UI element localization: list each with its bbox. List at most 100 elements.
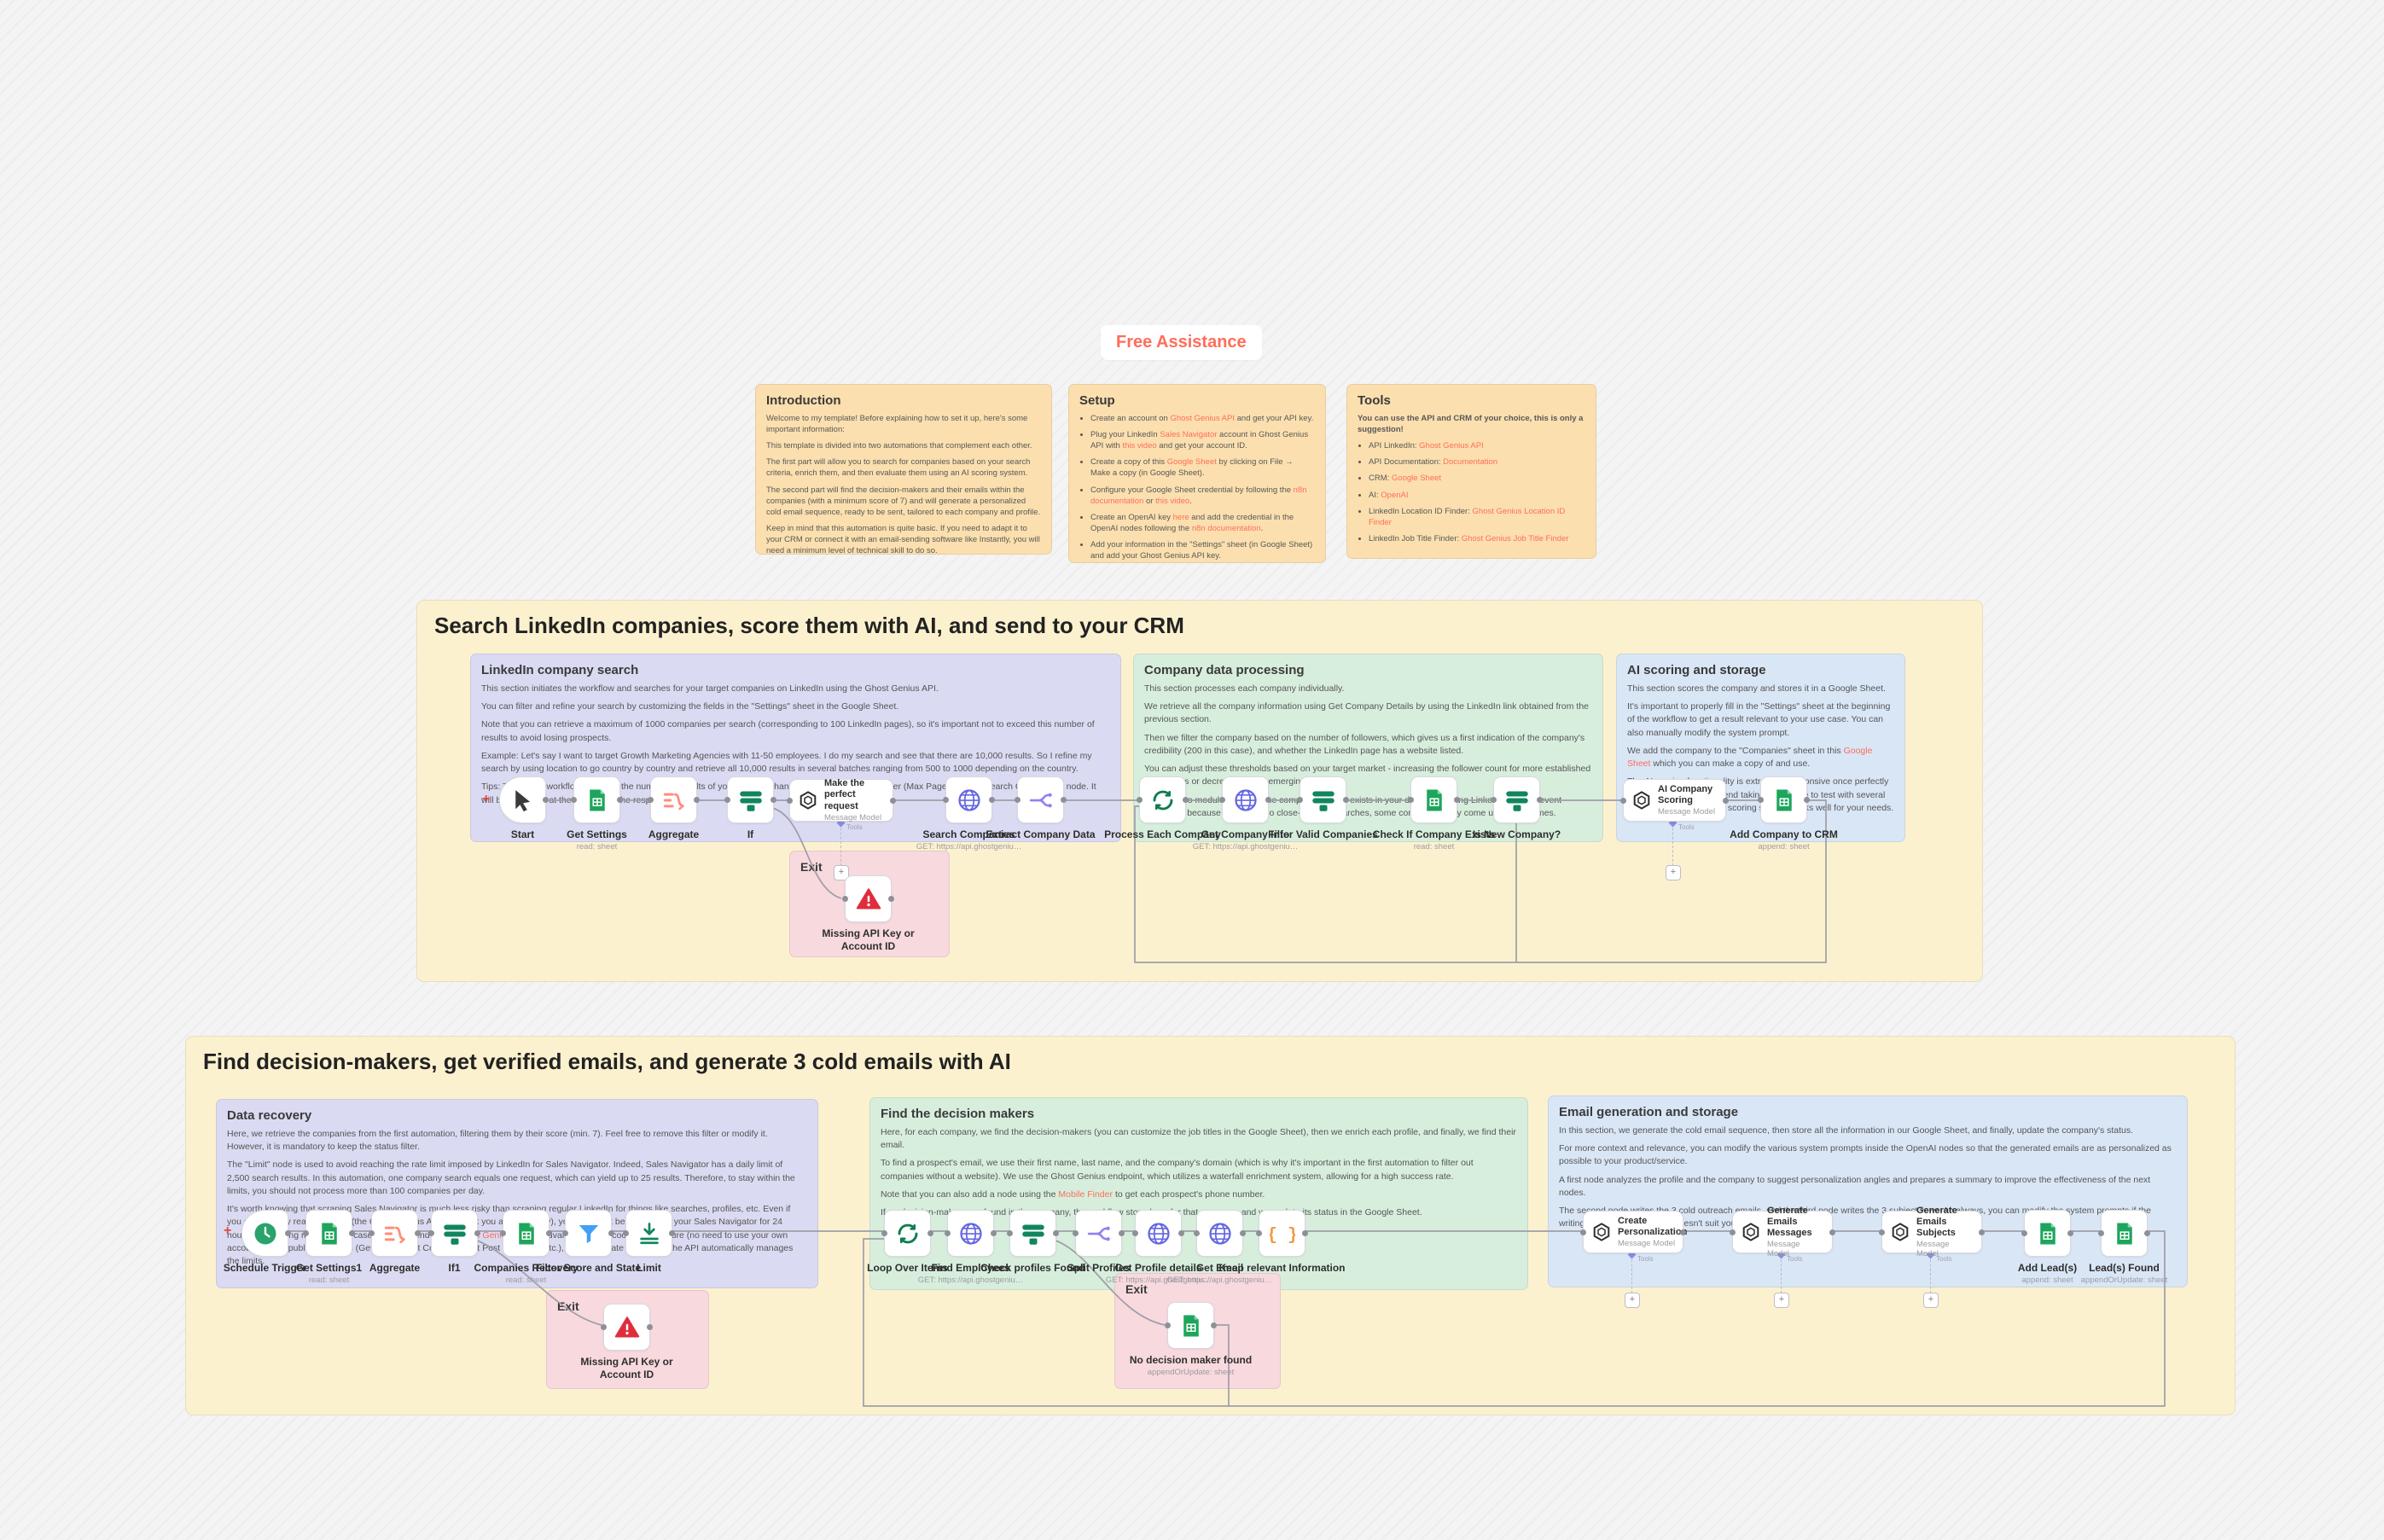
free-assistance-label: Free Assistance bbox=[1116, 333, 1247, 352]
inline-link[interactable]: Ghost Genius Job Title Finder bbox=[1461, 533, 1569, 543]
if-icon bbox=[738, 787, 764, 813]
note-paragraph: This template is divided into two automa… bbox=[766, 441, 1032, 451]
aggregate-icon bbox=[382, 1221, 408, 1247]
inline-link[interactable]: Google Sheet bbox=[1627, 745, 1873, 770]
inline-link[interactable]: Ghost Genius API bbox=[1419, 441, 1484, 451]
add-tool-plus-icon[interactable]: + bbox=[1774, 1293, 1789, 1308]
node-process-each-company[interactable]: Process Each Company bbox=[1104, 776, 1221, 841]
setup-list: Create an account on Ghost Genius API an… bbox=[1079, 413, 1315, 561]
inline-link[interactable]: n8n documentation bbox=[1090, 485, 1307, 506]
node-check-if-company-exists[interactable]: Check If Company Exists read: sheet bbox=[1373, 776, 1495, 851]
tools-connector[interactable]: Tools + bbox=[1625, 1250, 1654, 1308]
tools-connector[interactable]: Tools + bbox=[834, 818, 863, 880]
node-extract-company-data[interactable]: Extract Company Data bbox=[986, 776, 1096, 841]
inline-link[interactable]: Google Sheet bbox=[1166, 457, 1217, 468]
inline-link[interactable]: Google Sheet bbox=[1391, 474, 1442, 484]
note-paragraph: This section processes each company indi… bbox=[1144, 683, 1345, 694]
google-sheets-icon bbox=[1422, 787, 1447, 813]
inline-link[interactable]: Ghost Genius API bbox=[1170, 414, 1235, 423]
note-paragraph: We add the company to the "Companies" sh… bbox=[1627, 745, 1873, 770]
note-paragraph: You can use the API and CRM of your choi… bbox=[1358, 414, 1584, 435]
node-leads-found[interactable]: Lead(s) Found appendOrUpdate: sheet bbox=[2081, 1210, 2167, 1285]
note-paragraph: Welcome to my template! Before explainin… bbox=[766, 414, 1028, 435]
add-tool-plus-icon[interactable]: + bbox=[1923, 1293, 1939, 1308]
node-if1[interactable]: If1 bbox=[428, 1210, 480, 1275]
note-paragraph: You can filter and refine your search by… bbox=[481, 701, 899, 712]
tools-item: LinkedIn Job Title Finder: Ghost Genius … bbox=[1369, 533, 1585, 544]
inline-link[interactable]: OpenAI bbox=[1381, 490, 1409, 500]
inline-link[interactable]: this video bbox=[1122, 441, 1157, 451]
inline-link[interactable]: Sales Navigator bbox=[1160, 430, 1218, 440]
tools-connector[interactable]: Tools + bbox=[1666, 818, 1695, 880]
add-tool-plus-icon[interactable]: + bbox=[1666, 865, 1681, 880]
tools-connector[interactable]: Tools + bbox=[1923, 1250, 1952, 1308]
sticky-note-setup[interactable]: Setup Create an account on Ghost Genius … bbox=[1068, 384, 1326, 563]
node-schedule-trigger[interactable]: Schedule Trigger bbox=[224, 1210, 306, 1275]
node-missing-api-key-flow1[interactable]: Missing API Key or Account ID bbox=[822, 875, 915, 953]
node-aggregate2[interactable]: Aggregate bbox=[369, 1210, 421, 1275]
inline-link[interactable]: Documentation bbox=[1443, 457, 1498, 468]
tools-connector[interactable]: Tools + bbox=[1774, 1250, 1803, 1308]
note-title: AI scoring and storage bbox=[1627, 663, 1766, 677]
http-request-icon bbox=[958, 1221, 984, 1247]
google-sheets-icon bbox=[2112, 1221, 2137, 1247]
google-sheets-icon bbox=[1771, 787, 1797, 813]
inline-link[interactable]: n8n documentation bbox=[1191, 523, 1261, 533]
node-no-decision-maker-found[interactable]: No decision maker found appendOrUpdate: … bbox=[1130, 1302, 1252, 1377]
note-paragraph: This section scores the company and stor… bbox=[1627, 683, 1886, 694]
note-title: Tools bbox=[1358, 393, 1391, 408]
node-is-new-company[interactable]: Is New Company? bbox=[1473, 776, 1561, 841]
http-request-icon bbox=[1146, 1221, 1172, 1247]
note-paragraph: Note that you can also add a node using … bbox=[881, 1188, 1265, 1200]
note-paragraph: Here, for each company, we find the deci… bbox=[881, 1127, 1516, 1151]
node-keep-relevant-information[interactable]: Keep relevant Information bbox=[1218, 1210, 1346, 1275]
note-title: LinkedIn company search bbox=[481, 663, 639, 677]
note-title: Email generation and storage bbox=[1559, 1105, 1739, 1119]
set-braces-icon bbox=[1270, 1221, 1295, 1247]
setup-item: Create an OpenAI key here and add the cr… bbox=[1090, 512, 1315, 534]
tools-list: API LinkedIn: Ghost Genius API API Docum… bbox=[1358, 440, 1585, 544]
node-add-company-to-crm[interactable]: Add Company to CRM append: sheet bbox=[1730, 776, 1838, 851]
tools-item: API Documentation: Documentation bbox=[1369, 456, 1585, 468]
note-paragraph: We retrieve all the company information … bbox=[1144, 701, 1589, 725]
node-limit[interactable]: Limit bbox=[623, 1210, 675, 1275]
warning-icon bbox=[614, 1315, 640, 1340]
openai-icon bbox=[1741, 1222, 1761, 1242]
setup-item: Configure your Google Sheet credential b… bbox=[1090, 485, 1315, 507]
add-tool-plus-icon[interactable]: + bbox=[1625, 1293, 1640, 1308]
split-out-icon bbox=[1086, 1221, 1112, 1247]
setup-item: Create an account on Ghost Genius API an… bbox=[1090, 413, 1315, 424]
inline-link[interactable]: this video bbox=[1155, 496, 1190, 506]
note-paragraph: The "Limit" node is used to avoid reachi… bbox=[227, 1159, 795, 1196]
loop-icon bbox=[1150, 787, 1176, 813]
inline-link[interactable]: here bbox=[1172, 512, 1189, 522]
if-icon bbox=[1504, 787, 1530, 813]
inline-link[interactable]: Ghost Genius Location ID Finder bbox=[1369, 506, 1566, 527]
filter-funnel-icon bbox=[576, 1221, 602, 1247]
note-paragraph: Note that you can retrieve a maximum of … bbox=[481, 719, 1095, 743]
setup-item: Add your information in the "Settings" s… bbox=[1090, 539, 1315, 561]
note-title: Find the decision makers bbox=[881, 1107, 1035, 1121]
node-if[interactable]: If bbox=[724, 776, 776, 841]
free-assistance-badge[interactable]: Free Assistance bbox=[1101, 325, 1262, 360]
sticky-note-tools[interactable]: Tools You can use the API and CRM of you… bbox=[1346, 384, 1596, 559]
http-request-icon bbox=[957, 787, 982, 813]
node-filter-valid-companies[interactable]: Filter Valid Companies bbox=[1268, 776, 1378, 841]
node-missing-api-key-flow2[interactable]: Missing API Key or Account ID bbox=[580, 1304, 673, 1381]
note-title: Introduction bbox=[766, 393, 841, 408]
aggregate-icon bbox=[661, 787, 687, 813]
note-paragraph: It's important to properly fill in the "… bbox=[1627, 701, 1891, 738]
flow2-title: Find decision-makers, get verified email… bbox=[203, 1049, 1011, 1074]
tools-item: LinkedIn Location ID Finder: Ghost Geniu… bbox=[1369, 506, 1585, 528]
node-start[interactable]: Start bbox=[499, 776, 549, 841]
setup-item: Create a copy of this Google Sheet by cl… bbox=[1090, 456, 1315, 479]
sticky-note-introduction[interactable]: Introduction Welcome to my template! Bef… bbox=[755, 384, 1052, 555]
node-get-settings1[interactable]: Get Settings1 read: sheet bbox=[296, 1210, 362, 1285]
if-icon bbox=[442, 1221, 468, 1247]
inline-link[interactable]: Mobile Finder bbox=[1058, 1188, 1114, 1200]
